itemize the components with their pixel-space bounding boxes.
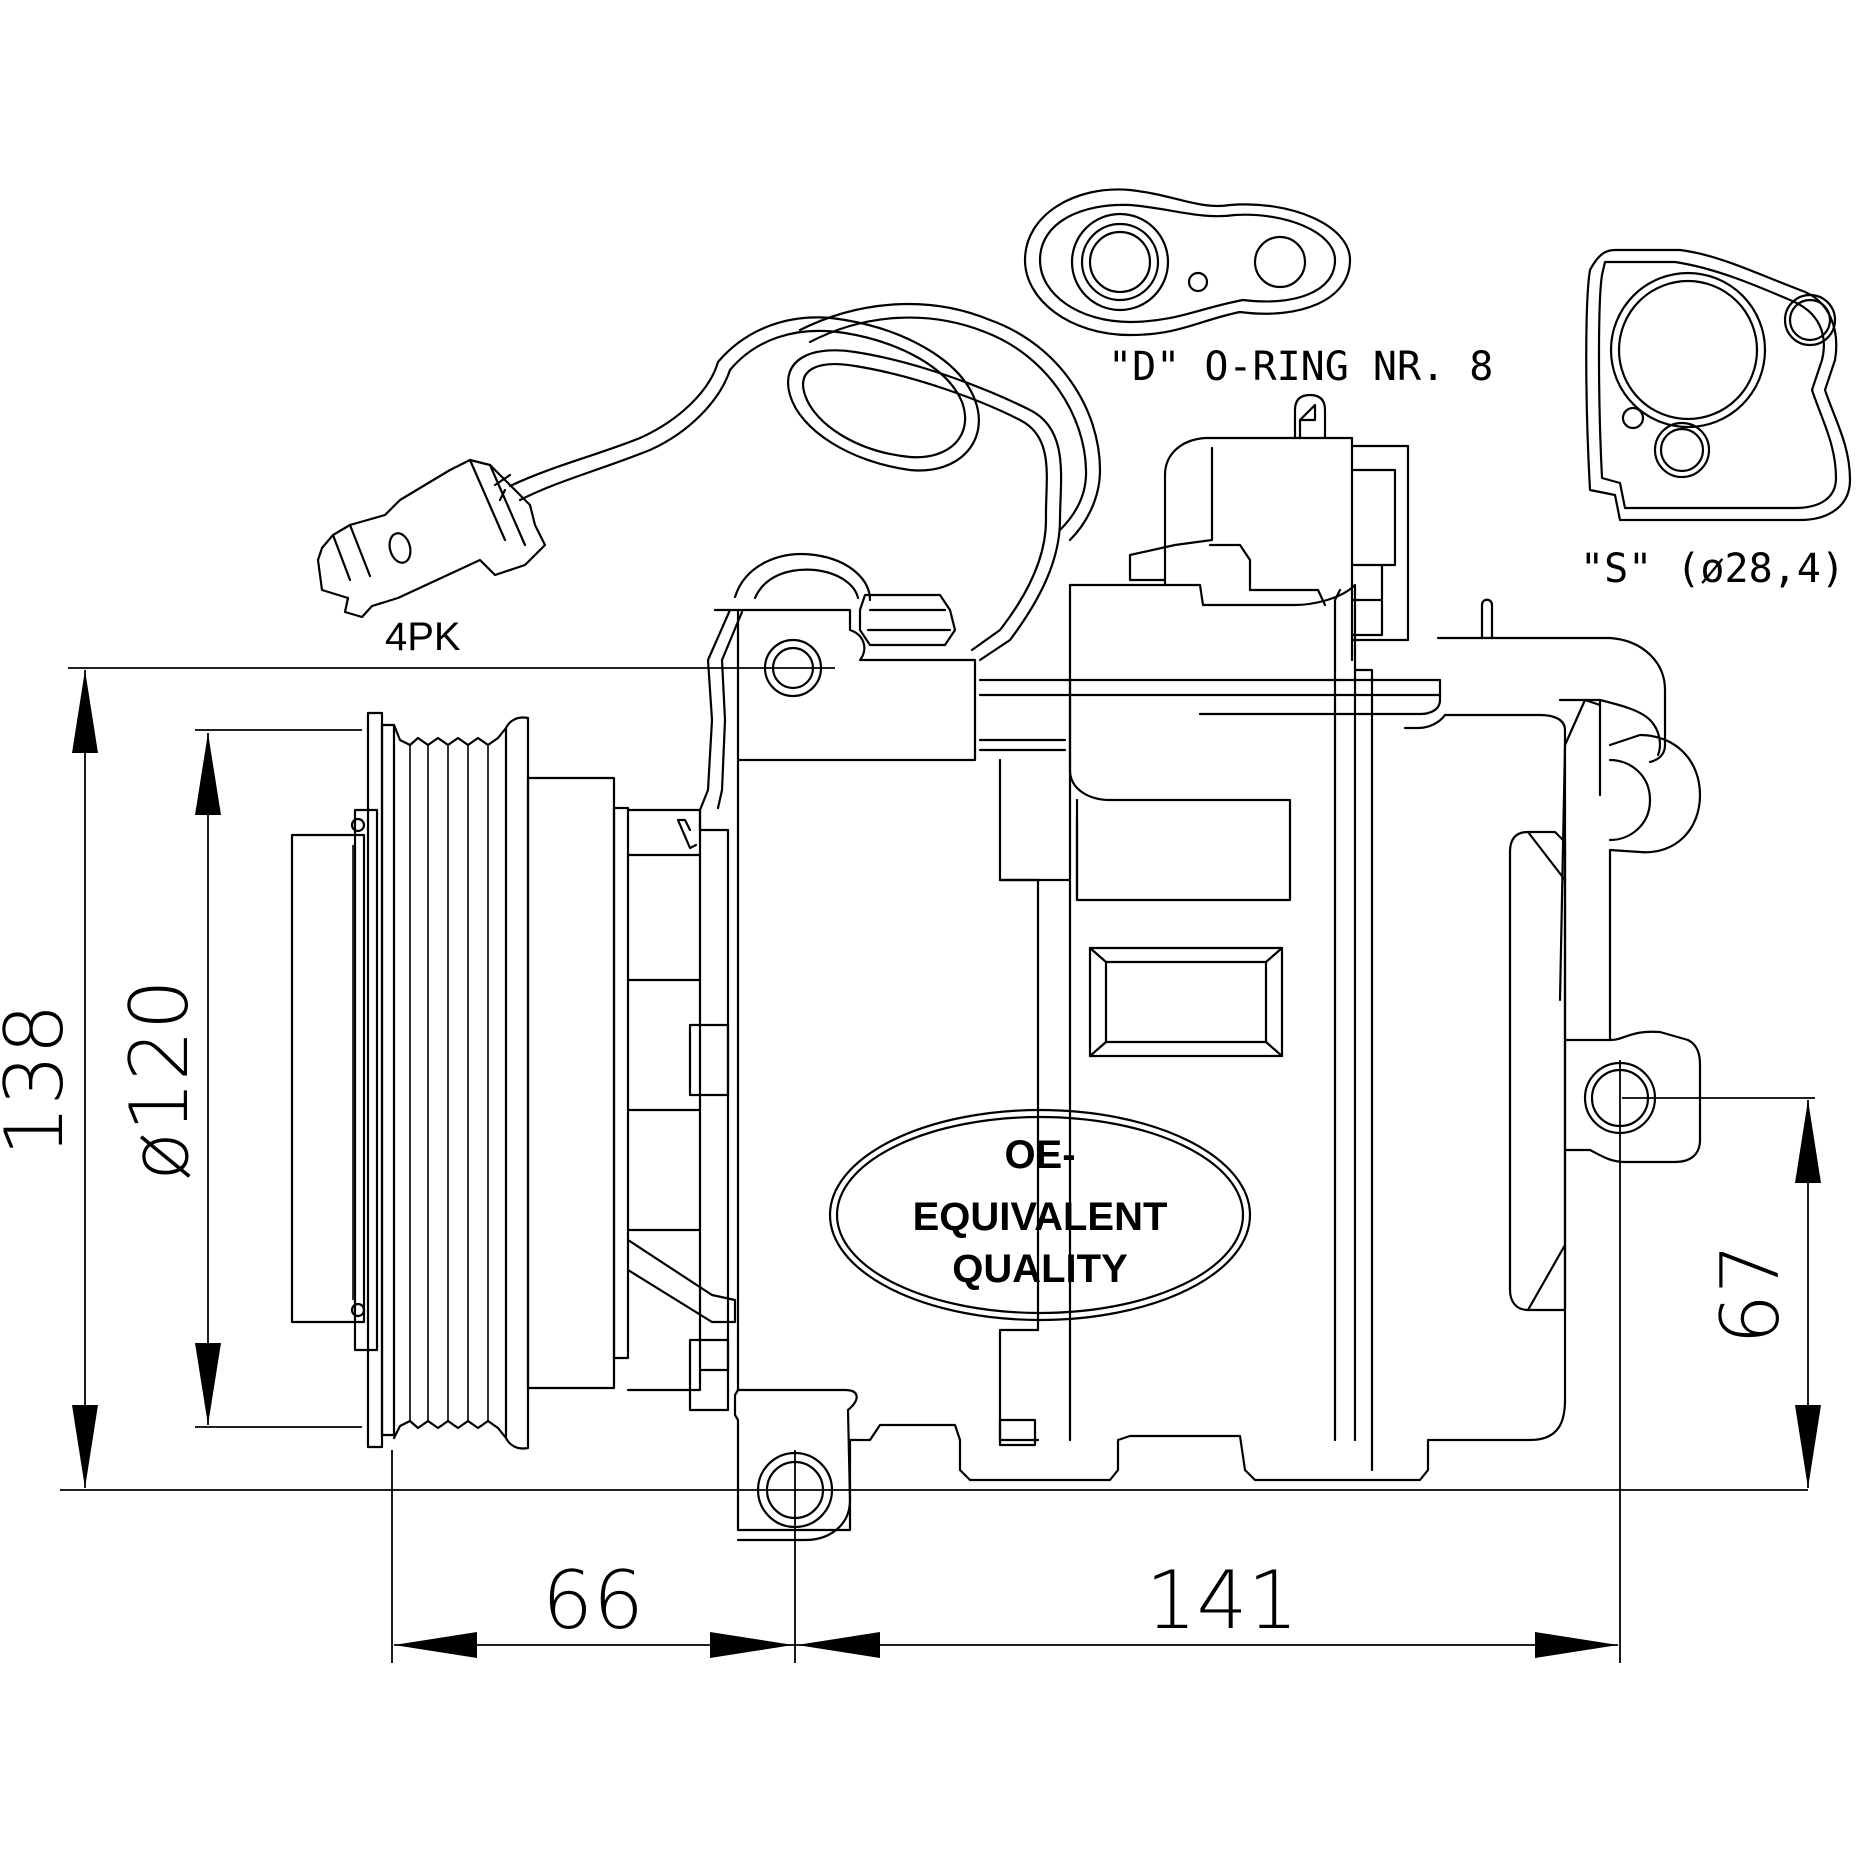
coiled-wire [716,302,1102,662]
s-port-label: "S" (ø28,4) [1580,546,1845,592]
d-port-label: "D" O-RING NR. 8 [1108,344,1493,390]
badge-line-2: EQUIVALENT [913,1195,1168,1239]
front-housing [626,608,744,1412]
pulley-icon [290,711,630,1450]
badge-line-3: QUALITY [952,1247,1128,1291]
connector-plug-icon [316,360,732,619]
belt-type-label: 4PK [385,615,461,659]
dim-66-text: 66 [542,1554,644,1647]
compressor-body-icon [713,393,1702,1542]
oe-quality-badge: OE- EQUIVALENT QUALITY [828,1108,1252,1322]
d-port-fitting-icon [1023,188,1352,337]
dimension-mount-height-67: 67 [1622,1097,1821,1488]
s-port-fitting-icon [1585,248,1852,522]
dim-67-text: 67 [1704,1243,1797,1345]
badge-line-1: OE- [1004,1133,1075,1177]
dim-141-text: 141 [1146,1554,1299,1647]
dimension-pulley-diameter: ø120 [113,729,362,1428]
dimension-horizontal: 66 141 [391,1060,1621,1663]
dim-138-text: 138 [0,1004,81,1157]
dimension-height-138: 138 [0,667,1808,1491]
dim-120-text: ø120 [113,979,206,1181]
